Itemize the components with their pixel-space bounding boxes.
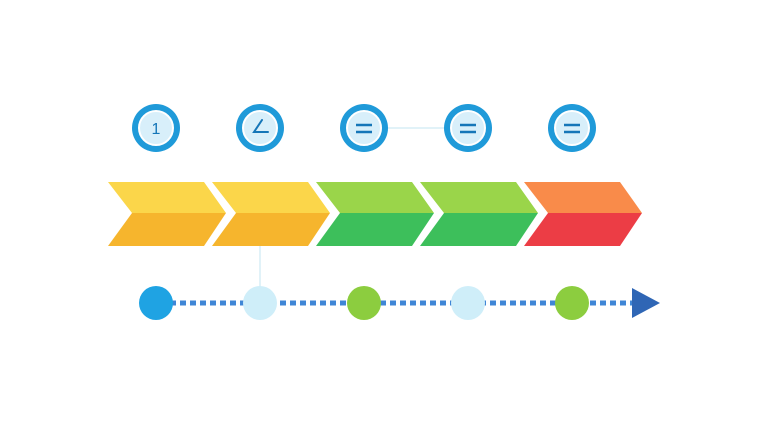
timeline-dot bbox=[555, 286, 589, 320]
icon-face bbox=[554, 110, 590, 146]
chevron-bottom bbox=[212, 213, 330, 246]
icon-face bbox=[450, 110, 486, 146]
chevron-step bbox=[108, 182, 226, 246]
clock-icon bbox=[236, 104, 284, 152]
timeline-dot bbox=[347, 286, 381, 320]
chevron-bottom bbox=[108, 213, 226, 246]
equals-icon bbox=[444, 104, 492, 152]
timeline-dot bbox=[243, 286, 277, 320]
chevron-top bbox=[420, 182, 538, 213]
chevron-step bbox=[316, 182, 434, 246]
chevron-bottom bbox=[420, 213, 538, 246]
icon-face bbox=[138, 110, 174, 146]
chevron-bottom bbox=[316, 213, 434, 246]
chevron-top bbox=[316, 182, 434, 213]
equals-icon bbox=[548, 104, 596, 152]
chevron-bottom bbox=[524, 213, 642, 246]
chevron-top bbox=[108, 182, 226, 213]
number-one-icon: 1 bbox=[132, 104, 180, 152]
icon-face bbox=[242, 110, 278, 146]
chevron-top bbox=[212, 182, 330, 213]
icon-glyph: 1 bbox=[152, 121, 161, 138]
chevron-step bbox=[212, 182, 330, 246]
equals-icon bbox=[340, 104, 388, 152]
timeline-dot bbox=[451, 286, 485, 320]
chevron-top bbox=[524, 182, 642, 213]
arrow-head-icon bbox=[632, 288, 660, 318]
chevron-step bbox=[524, 182, 642, 246]
timeline-dot bbox=[139, 286, 173, 320]
icon-face bbox=[346, 110, 382, 146]
clock-hands bbox=[252, 119, 269, 133]
chevron-step bbox=[420, 182, 538, 246]
